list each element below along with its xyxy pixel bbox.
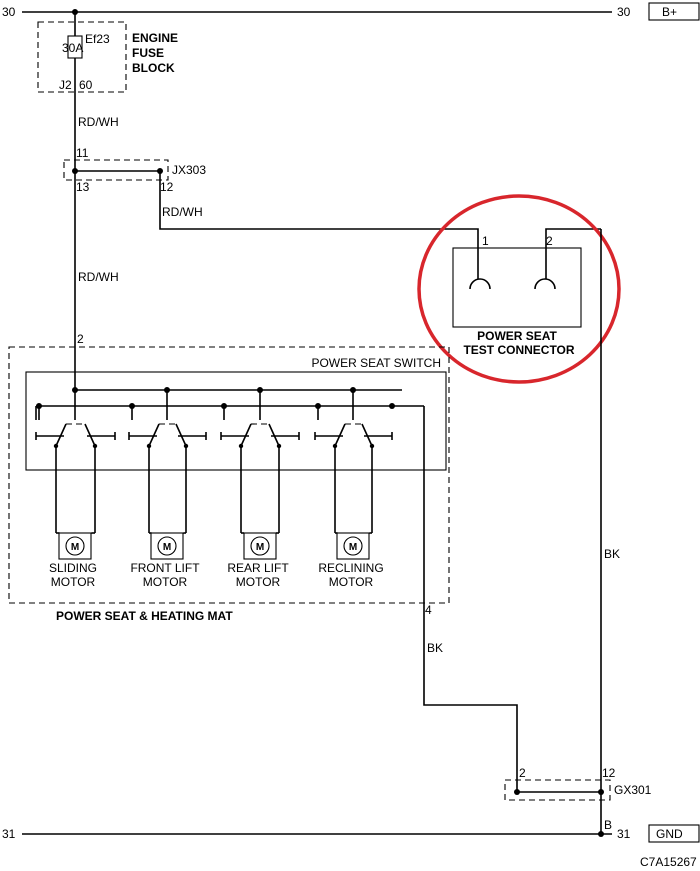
motor-label-2: MOTOR bbox=[329, 575, 374, 589]
fuse-block-label-3: BLOCK bbox=[132, 61, 175, 75]
gnd-box bbox=[648, 824, 700, 843]
switch-pin-in: 2 bbox=[77, 332, 84, 346]
jx303-pin-bottom-right: 12 bbox=[160, 180, 174, 194]
test-connector: 1 2 POWER SEAT TEST CONNECTOR bbox=[417, 194, 621, 384]
test-connector-pin-1: 1 bbox=[482, 234, 489, 248]
rail-bottom-left-number: 31 bbox=[2, 827, 16, 841]
rail-bottom-right-number: 31 bbox=[617, 827, 631, 841]
power-seat-switch: POWER SEAT SWITCH bbox=[25, 356, 518, 792]
b-plus-box bbox=[648, 2, 700, 21]
fuse-connector: J2 bbox=[59, 78, 72, 92]
diagram-code: C7A15267 bbox=[640, 855, 697, 869]
fuse-rating: 30A bbox=[62, 41, 83, 55]
switch-blade bbox=[240, 423, 252, 447]
wire-label-bk-2: BK bbox=[427, 641, 443, 655]
wire-label-rd-wh-1: RD/WH bbox=[78, 115, 119, 129]
jx303-pin-top: 11 bbox=[76, 146, 89, 160]
power-seat-assembly: POWER SEAT & HEATING MAT 2 4 bbox=[8, 332, 450, 623]
gx301-pin-bottom: B bbox=[604, 818, 612, 832]
rail-top-right-number: 30 bbox=[617, 5, 631, 19]
gx301-pin-right: 12 bbox=[602, 766, 616, 780]
switch-blade bbox=[84, 423, 96, 447]
switch-blade bbox=[55, 423, 67, 447]
junction-jx303: JX303 11 13 12 bbox=[63, 146, 206, 194]
test-connector-pin-2: 2 bbox=[546, 234, 553, 248]
gx301-name: GX301 bbox=[614, 783, 652, 797]
wire-label-bk-1: BK bbox=[604, 547, 620, 561]
motor-front-lift: M FRONT LIFT MOTOR bbox=[130, 532, 200, 589]
jx303-pin-bottom-left: 13 bbox=[76, 180, 90, 194]
motor-label-1: FRONT LIFT bbox=[130, 561, 200, 575]
motor-symbol: M bbox=[349, 542, 357, 553]
b-plus-rail: 30 30 B+ bbox=[2, 2, 700, 21]
motor-label-2: MOTOR bbox=[143, 575, 188, 589]
gx301-pin-left: 2 bbox=[519, 766, 526, 780]
motor-sliding: M SLIDING MOTOR bbox=[49, 532, 97, 589]
switch-groups bbox=[35, 387, 393, 534]
rd-wh-test-wire: RD/WH bbox=[159, 171, 479, 270]
gnd-label: GND bbox=[656, 827, 683, 841]
switch-label: POWER SEAT SWITCH bbox=[311, 356, 441, 370]
switch-pin-out: 4 bbox=[425, 603, 432, 617]
test-connector-label-2: TEST CONNECTOR bbox=[463, 343, 574, 357]
motor-reclining: M RECLINING MOTOR bbox=[318, 532, 384, 589]
engine-fuse-block: Ef23 30A J2 60 ENGINE FUSE BLOCK bbox=[37, 21, 178, 93]
motor-label-2: MOTOR bbox=[51, 575, 96, 589]
test-connector-label-1: POWER SEAT bbox=[477, 329, 557, 343]
switch-blade bbox=[268, 423, 280, 447]
bk-right-wire: BK bbox=[600, 229, 620, 834]
rail-top-left-number: 30 bbox=[2, 5, 16, 19]
b-plus-label: B+ bbox=[662, 5, 677, 19]
motor-label-2: MOTOR bbox=[236, 575, 281, 589]
rd-wh-feed-wire: RD/WH RD/WH bbox=[74, 12, 119, 390]
fuse-pin: 60 bbox=[79, 78, 93, 92]
motor-symbol: M bbox=[163, 542, 171, 553]
wire-label-rd-wh-2: RD/WH bbox=[162, 205, 203, 219]
assembly-label: POWER SEAT & HEATING MAT bbox=[56, 609, 233, 623]
switch-blade bbox=[361, 423, 373, 447]
motor-label-1: SLIDING bbox=[49, 561, 97, 575]
fuse-name: Ef23 bbox=[85, 32, 110, 46]
motor-symbol: M bbox=[256, 542, 264, 553]
motor-rear-lift: M REAR LIFT MOTOR bbox=[227, 532, 289, 589]
switch-blade bbox=[148, 423, 160, 447]
junction-gx301: GX301 2 12 B bbox=[504, 766, 652, 832]
wire-label-rd-wh-3: RD/WH bbox=[78, 270, 119, 284]
switch-blade bbox=[175, 423, 187, 447]
motor-symbol: M bbox=[71, 542, 79, 553]
switch-blade bbox=[334, 423, 346, 447]
fuse-block-label-1: ENGINE bbox=[132, 31, 178, 45]
motor-label-1: RECLINING bbox=[318, 561, 383, 575]
test-connector-highlight-circle bbox=[417, 194, 621, 384]
gnd-rail: 31 31 GND bbox=[2, 824, 700, 843]
jx303-name: JX303 bbox=[172, 163, 206, 177]
fuse-block-label-2: FUSE bbox=[132, 46, 164, 60]
motors: M SLIDING MOTOR M FRONT LIFT MOTOR M REA… bbox=[49, 532, 384, 589]
motor-label-1: REAR LIFT bbox=[227, 561, 289, 575]
